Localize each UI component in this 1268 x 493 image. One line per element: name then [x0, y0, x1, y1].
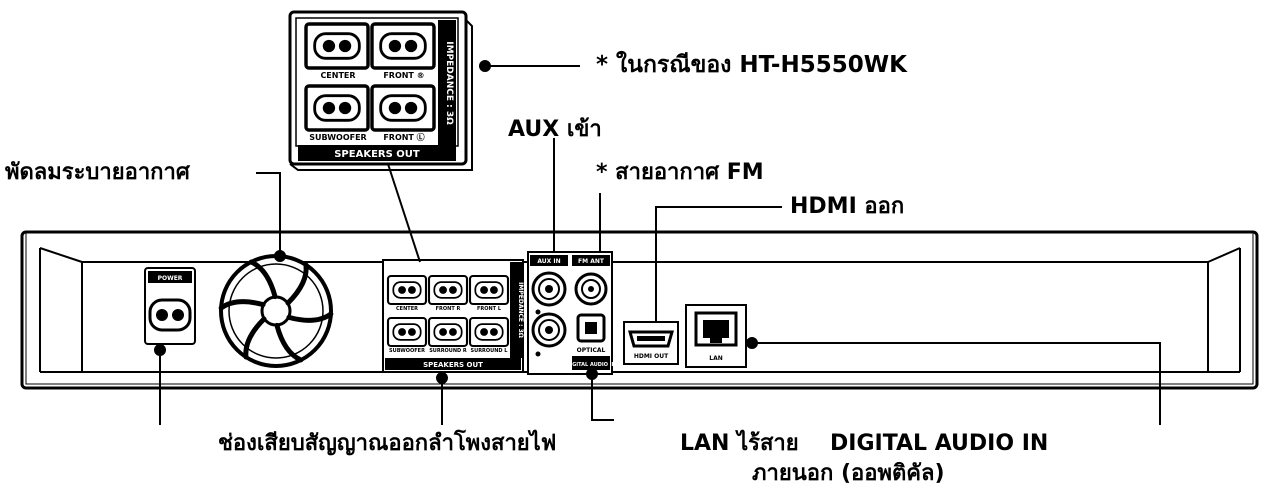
- power-socket: POWER: [144, 267, 196, 345]
- aux-in-callout: AUX เข้า: [508, 117, 602, 142]
- lan-panel-label: LAN: [709, 355, 723, 362]
- digital-audio-in-callout: DIGITAL AUDIO IN: [830, 431, 1049, 456]
- speaker-jack-2: [427, 274, 469, 306]
- speaker-terminal-block: IMPEDANCE : 3Ω SPEAKERS OUT CENTER FRONT…: [382, 259, 524, 373]
- inset-center-label: CENTER: [320, 71, 355, 80]
- lan-callout: LAN ไร้สาย: [680, 431, 799, 456]
- center-label: CENTER: [396, 306, 418, 312]
- aux-jack-top: [531, 271, 567, 307]
- speaker-jack-6: [468, 316, 510, 348]
- model-callout: * ในกรณีของ HT-H5550WK: [596, 52, 907, 78]
- speaker-out-power-callout: ช่องเสียบสัญญาณออกลำโพงสายไฟ: [218, 431, 557, 456]
- speaker-jack-5: [427, 316, 469, 348]
- leader-lines: [154, 60, 1161, 425]
- inset-speaker-jack-4: [370, 84, 436, 132]
- hdmi-out-callout: HDMI ออก: [790, 194, 905, 219]
- aux-jack-bottom: [531, 312, 567, 348]
- lan-port: LAN: [685, 304, 747, 368]
- front-l-label: FRONT L: [477, 306, 502, 312]
- aux-in-label: AUX IN: [537, 258, 560, 265]
- fm-ant-label: FM ANT: [578, 258, 605, 265]
- speaker-jack-1: [386, 274, 428, 306]
- hdmi-out-port: HDMI OUT: [623, 321, 679, 365]
- digital-audio-in-panel-label: DIGITAL AUDIO IN: [566, 362, 616, 368]
- speaker-inset: IMPEDANCE : 3Ω SPEAKERS OUT CENTER FRONT…: [288, 10, 473, 171]
- inset-subwoofer-label: SUBWOOFER: [309, 133, 366, 142]
- surround-r-label: SURROUND R: [429, 348, 467, 354]
- inset-speaker-jack-1: [304, 22, 370, 70]
- inset-front-r-label: FRONT ®: [383, 71, 424, 80]
- chassis: [20, 230, 1259, 390]
- inset-speaker-jack-2: [370, 22, 436, 70]
- block-impedance-label: IMPEDANCE : 3Ω: [517, 282, 524, 338]
- block-speakers-out-label: SPEAKERS OUT: [423, 361, 483, 369]
- fm-antenna-callout: * สายอากาศ FM: [596, 160, 764, 185]
- hdmi-out-panel-label: HDMI OUT: [634, 353, 669, 360]
- aux-fm-optical-block: AUX IN FM ANT OPTICAL DIGITAL AUDIO IN: [527, 251, 616, 375]
- subwoofer-label: SUBWOOFER: [389, 348, 425, 354]
- speaker-jack-4: [386, 316, 428, 348]
- surround-l-label: SURROUND L: [471, 348, 509, 354]
- speaker-jack-3: [468, 274, 510, 306]
- inset-speaker-jacks: [304, 22, 436, 132]
- cooling-fan-callout: พัดลมระบายอากาศ: [5, 160, 190, 185]
- optical-jack: [576, 313, 606, 343]
- speaker-jacks: [386, 274, 510, 348]
- external-optical-callout: ภายนอก (ออพติคัล): [752, 461, 945, 486]
- fm-antenna-jack: [574, 272, 608, 306]
- inset-speaker-jack-3: [304, 84, 370, 132]
- power-label: POWER: [158, 275, 183, 282]
- inset-speakers-out-label: SPEAKERS OUT: [334, 149, 420, 160]
- optical-label: OPTICAL: [577, 347, 606, 354]
- cooling-fan: [218, 254, 334, 368]
- front-r-label: FRONT R: [436, 306, 461, 312]
- inset-front-l-label: FRONT Ⓛ: [383, 132, 424, 142]
- inset-impedance-label: IMPEDANCE : 3Ω: [444, 41, 454, 125]
